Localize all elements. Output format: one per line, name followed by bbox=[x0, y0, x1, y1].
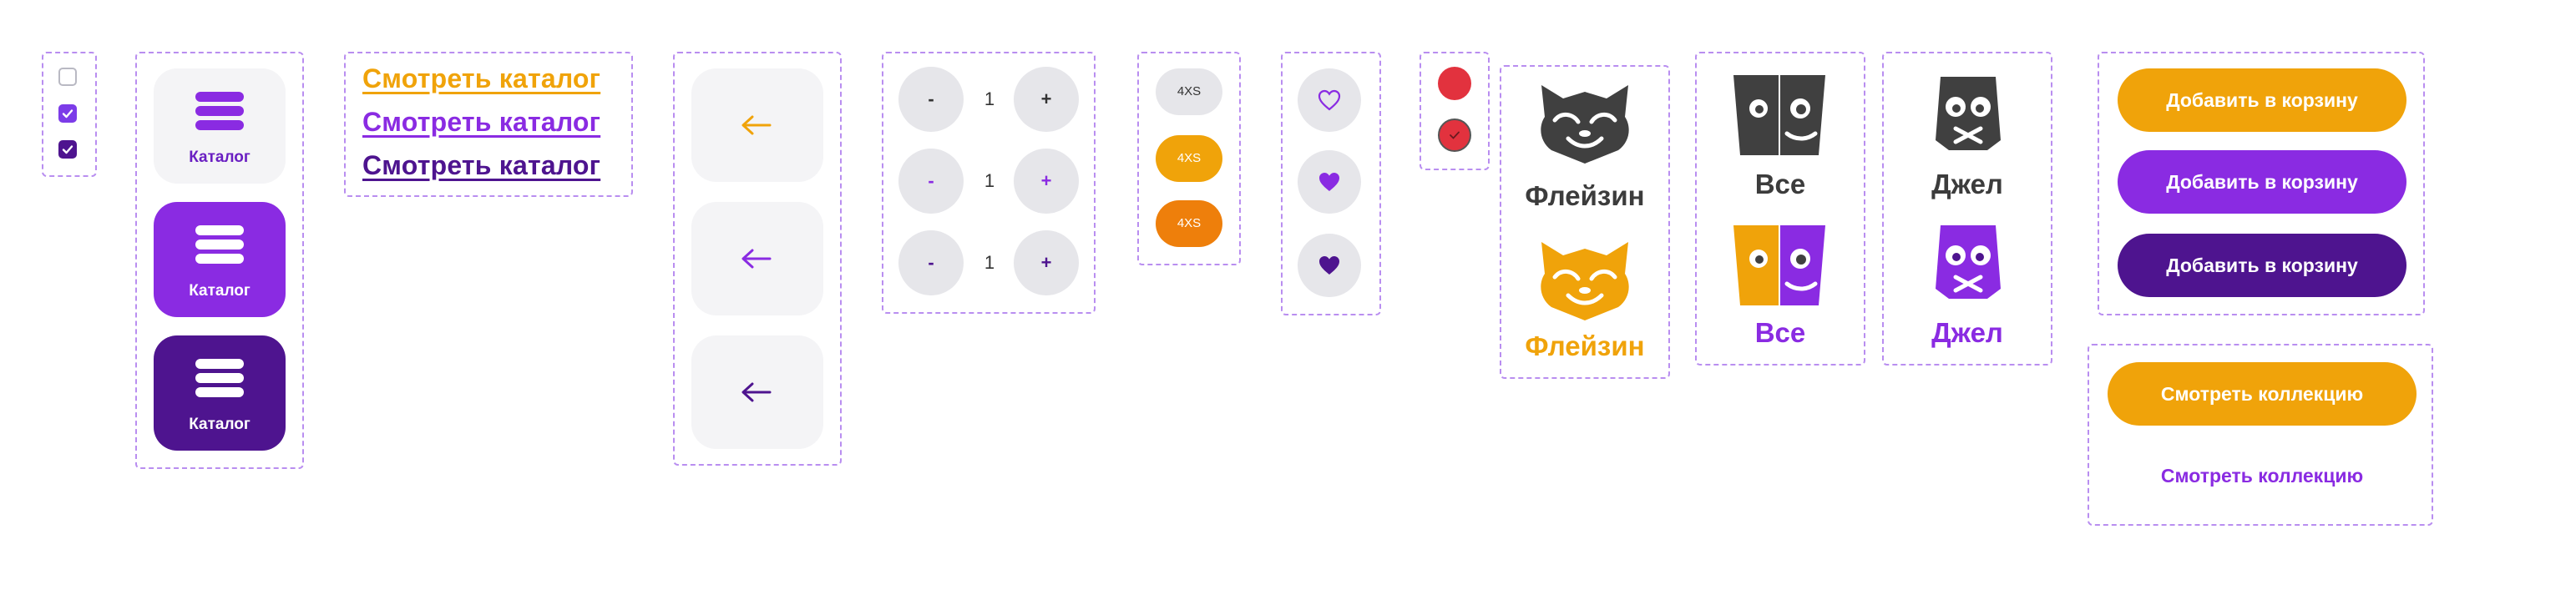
quantity-value: 1 bbox=[984, 170, 995, 191]
character-name-selected[interactable]: Джел bbox=[1931, 317, 2003, 348]
catalog-button-label: Каталог bbox=[189, 149, 251, 166]
catalog-button-label: Каталог bbox=[189, 282, 251, 300]
red-dot-icon[interactable] bbox=[1438, 67, 1471, 100]
character-name: Все bbox=[1754, 169, 1806, 199]
character-dzhel-group bbox=[1882, 52, 2052, 366]
character-name-selected[interactable]: Все bbox=[1754, 317, 1806, 348]
favorite-button[interactable] bbox=[1298, 68, 1361, 132]
favorite-button-hover[interactable] bbox=[1298, 150, 1361, 214]
size-chip-active[interactable]: 4XS bbox=[1156, 200, 1222, 247]
checkbox-group bbox=[42, 52, 97, 177]
quantity-stepper-group bbox=[882, 52, 1096, 314]
quantity-value: 1 bbox=[984, 88, 995, 109]
view-collection-button-text[interactable]: Смотреть коллекцию bbox=[2160, 465, 2364, 487]
mask-icon-selected bbox=[1936, 225, 2001, 299]
catalog-button-active[interactable]: Каталог bbox=[154, 335, 286, 451]
character-name-selected[interactable]: Флейзин bbox=[1525, 330, 1645, 361]
catalog-button-hover[interactable]: Каталог bbox=[154, 202, 286, 317]
checkbox-checked-active[interactable] bbox=[58, 140, 77, 159]
back-button-group bbox=[673, 52, 842, 466]
catalog-button[interactable]: Каталог bbox=[154, 68, 286, 184]
heart-filled-icon bbox=[1319, 173, 1339, 191]
collection-button-group bbox=[2088, 344, 2433, 526]
view-collection-button[interactable]: Смотреть коллекцию bbox=[2108, 362, 2417, 426]
quantity-value: 1 bbox=[984, 252, 995, 273]
back-button-hover[interactable] bbox=[691, 202, 823, 315]
increment-button-hover[interactable]: + bbox=[1014, 149, 1079, 214]
heart-outline-icon bbox=[1318, 89, 1341, 111]
check-icon bbox=[62, 145, 73, 154]
raccoon-icon-selected bbox=[1541, 242, 1629, 320]
arrow-left-icon bbox=[741, 115, 772, 135]
red-dot-check-icon[interactable] bbox=[1438, 118, 1471, 152]
link-group bbox=[344, 52, 633, 197]
character-name: Флейзин bbox=[1525, 180, 1645, 211]
decrement-button-active[interactable]: - bbox=[898, 230, 964, 295]
mask-icon bbox=[1936, 77, 2001, 150]
decrement-button[interactable]: - bbox=[898, 67, 964, 132]
menu-icon bbox=[195, 92, 244, 130]
size-chip[interactable]: 4XS bbox=[1156, 68, 1222, 115]
menu-icon bbox=[195, 225, 244, 264]
check-icon bbox=[62, 109, 73, 118]
size-chip-selected[interactable]: 4XS bbox=[1156, 135, 1222, 182]
back-button-active[interactable] bbox=[691, 335, 823, 449]
remove-dot-group bbox=[1420, 52, 1490, 170]
size-chip-group bbox=[1137, 52, 1241, 265]
checkbox-unchecked[interactable] bbox=[58, 68, 77, 86]
check-icon bbox=[1450, 131, 1460, 139]
all-characters-icon-selected bbox=[1733, 225, 1825, 305]
increment-button-active[interactable]: + bbox=[1014, 230, 1079, 295]
character-all-group bbox=[1695, 52, 1865, 366]
character-name: Джел bbox=[1931, 169, 2003, 199]
catalog-link-active[interactable]: Смотреть каталог bbox=[362, 150, 601, 180]
catalog-link-hover[interactable]: Смотреть каталог bbox=[362, 107, 601, 137]
back-button[interactable] bbox=[691, 68, 823, 182]
catalog-tile-group bbox=[135, 52, 304, 469]
character-fleyzin-group bbox=[1500, 65, 1670, 379]
checkbox-checked[interactable] bbox=[58, 104, 77, 123]
add-to-cart-button-active[interactable]: Добавить в корзину bbox=[2118, 234, 2406, 297]
favorite-button-active[interactable] bbox=[1298, 234, 1361, 297]
arrow-left-icon bbox=[741, 382, 772, 402]
catalog-button-label: Каталог bbox=[189, 416, 251, 433]
favorite-button-group bbox=[1281, 52, 1381, 315]
arrow-left-icon bbox=[741, 249, 772, 269]
raccoon-icon bbox=[1541, 85, 1629, 164]
catalog-link[interactable]: Смотреть каталог bbox=[362, 63, 601, 93]
increment-button[interactable]: + bbox=[1014, 67, 1079, 132]
heart-filled-icon bbox=[1319, 256, 1339, 275]
decrement-button-hover[interactable]: - bbox=[898, 149, 964, 214]
add-to-cart-button[interactable]: Добавить в корзину bbox=[2118, 68, 2406, 132]
add-to-cart-button-hover[interactable]: Добавить в корзину bbox=[2118, 150, 2406, 214]
menu-icon bbox=[195, 359, 244, 397]
cart-button-group bbox=[2098, 52, 2425, 315]
all-characters-icon bbox=[1733, 75, 1825, 155]
